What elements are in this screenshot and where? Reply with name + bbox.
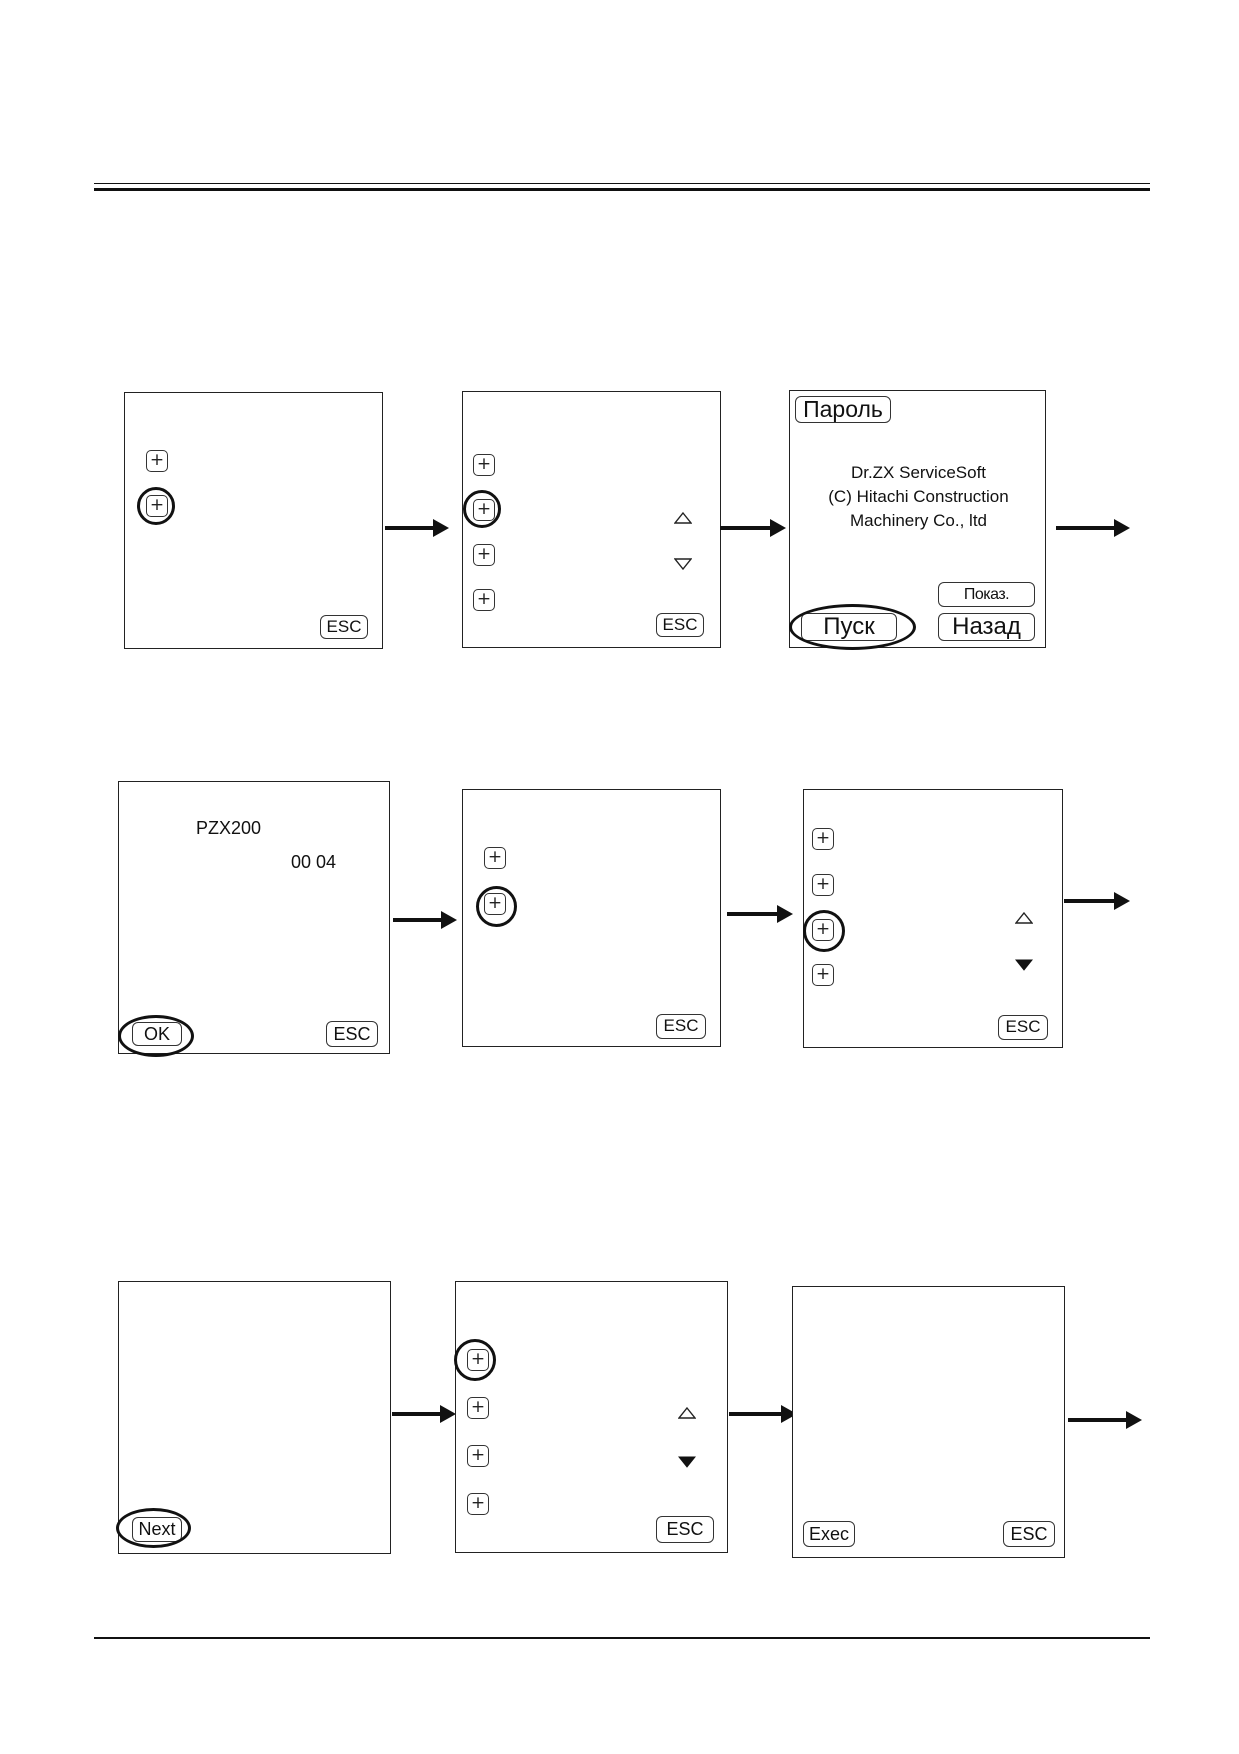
screen-exec: Exec ESC [792,1286,1065,1558]
header-rule-thin [94,183,1150,184]
show-record-button[interactable]: Показ. запись [938,582,1035,626]
esc-button[interactable]: ESC [1003,1521,1055,1547]
screen-menu-3: + + ESC [462,789,721,1047]
password-button[interactable]: Пароль [795,396,891,423]
arrow-right-icon [1068,1411,1142,1429]
triangle-up-outline-icon[interactable] [678,1407,696,1419]
triangle-down-filled-icon[interactable] [678,1456,696,1468]
triangle-up-outline-icon[interactable] [674,512,692,524]
arrow-right-icon [392,1405,456,1423]
esc-button[interactable]: ESC [320,615,368,639]
model-label: PZX200 [196,818,262,838]
plus-icon[interactable]: + [146,495,168,517]
screen-menu-4: + + + + ESC [803,789,1063,1048]
plus-icon[interactable]: + [467,1493,489,1515]
triangle-down-outline-icon[interactable] [674,558,692,570]
back-button[interactable]: Назад [938,613,1035,641]
arrow-right-icon [393,911,457,929]
exec-button[interactable]: Exec [803,1521,855,1547]
plus-icon[interactable]: + [473,454,495,476]
esc-button[interactable]: ESC [326,1021,378,1047]
screen-menu-5: + + + + ESC [455,1281,728,1553]
plus-icon[interactable]: + [473,544,495,566]
plus-icon[interactable]: + [467,1349,489,1371]
plus-icon[interactable]: + [467,1445,489,1467]
screen-next: Next [118,1281,391,1554]
plus-icon[interactable]: + [473,589,495,611]
plus-icon[interactable]: + [812,828,834,850]
plus-icon[interactable]: + [467,1397,489,1419]
screen-machine-info: PZX200 00 04 OK ESC [118,781,390,1054]
copyright-line: (C) Hitachi Construction [828,487,1009,506]
screen-menu-1: + + ESC [124,392,383,649]
start-button[interactable]: Пуск [801,613,897,641]
triangle-down-filled-icon[interactable] [1015,959,1033,971]
plus-icon[interactable]: + [812,874,834,896]
plus-icon[interactable]: + [812,964,834,986]
esc-button[interactable]: ESC [656,1516,714,1543]
esc-button[interactable]: ESC [656,613,704,637]
next-button[interactable]: Next [132,1517,182,1542]
screen-start: Пароль Dr.ZX ServiceSoft (C) Hitachi Con… [789,390,1046,648]
arrow-right-icon [729,1405,797,1423]
plus-icon[interactable]: + [484,893,506,915]
esc-button[interactable]: ESC [998,1015,1048,1040]
screen-menu-2: + + + + ESC [462,391,721,648]
header-rule-thick [94,188,1150,191]
arrow-right-icon [1064,892,1130,910]
arrow-right-icon [720,519,786,537]
company-line: Machinery Co., ltd [850,511,987,530]
plus-icon[interactable]: + [146,450,168,472]
arrow-right-icon [727,905,793,923]
arrow-right-icon [385,519,449,537]
product-name: Dr.ZX ServiceSoft [850,463,987,482]
footer-rule [94,1637,1150,1639]
plus-icon[interactable]: + [484,847,506,869]
triangle-up-outline-icon[interactable] [1015,912,1033,924]
version-code: 00 04 [291,852,337,872]
ok-button[interactable]: OK [132,1022,182,1046]
plus-icon[interactable]: + [473,499,495,521]
esc-button[interactable]: ESC [656,1014,706,1039]
arrow-right-icon [1056,519,1130,537]
plus-icon[interactable]: + [812,919,834,941]
